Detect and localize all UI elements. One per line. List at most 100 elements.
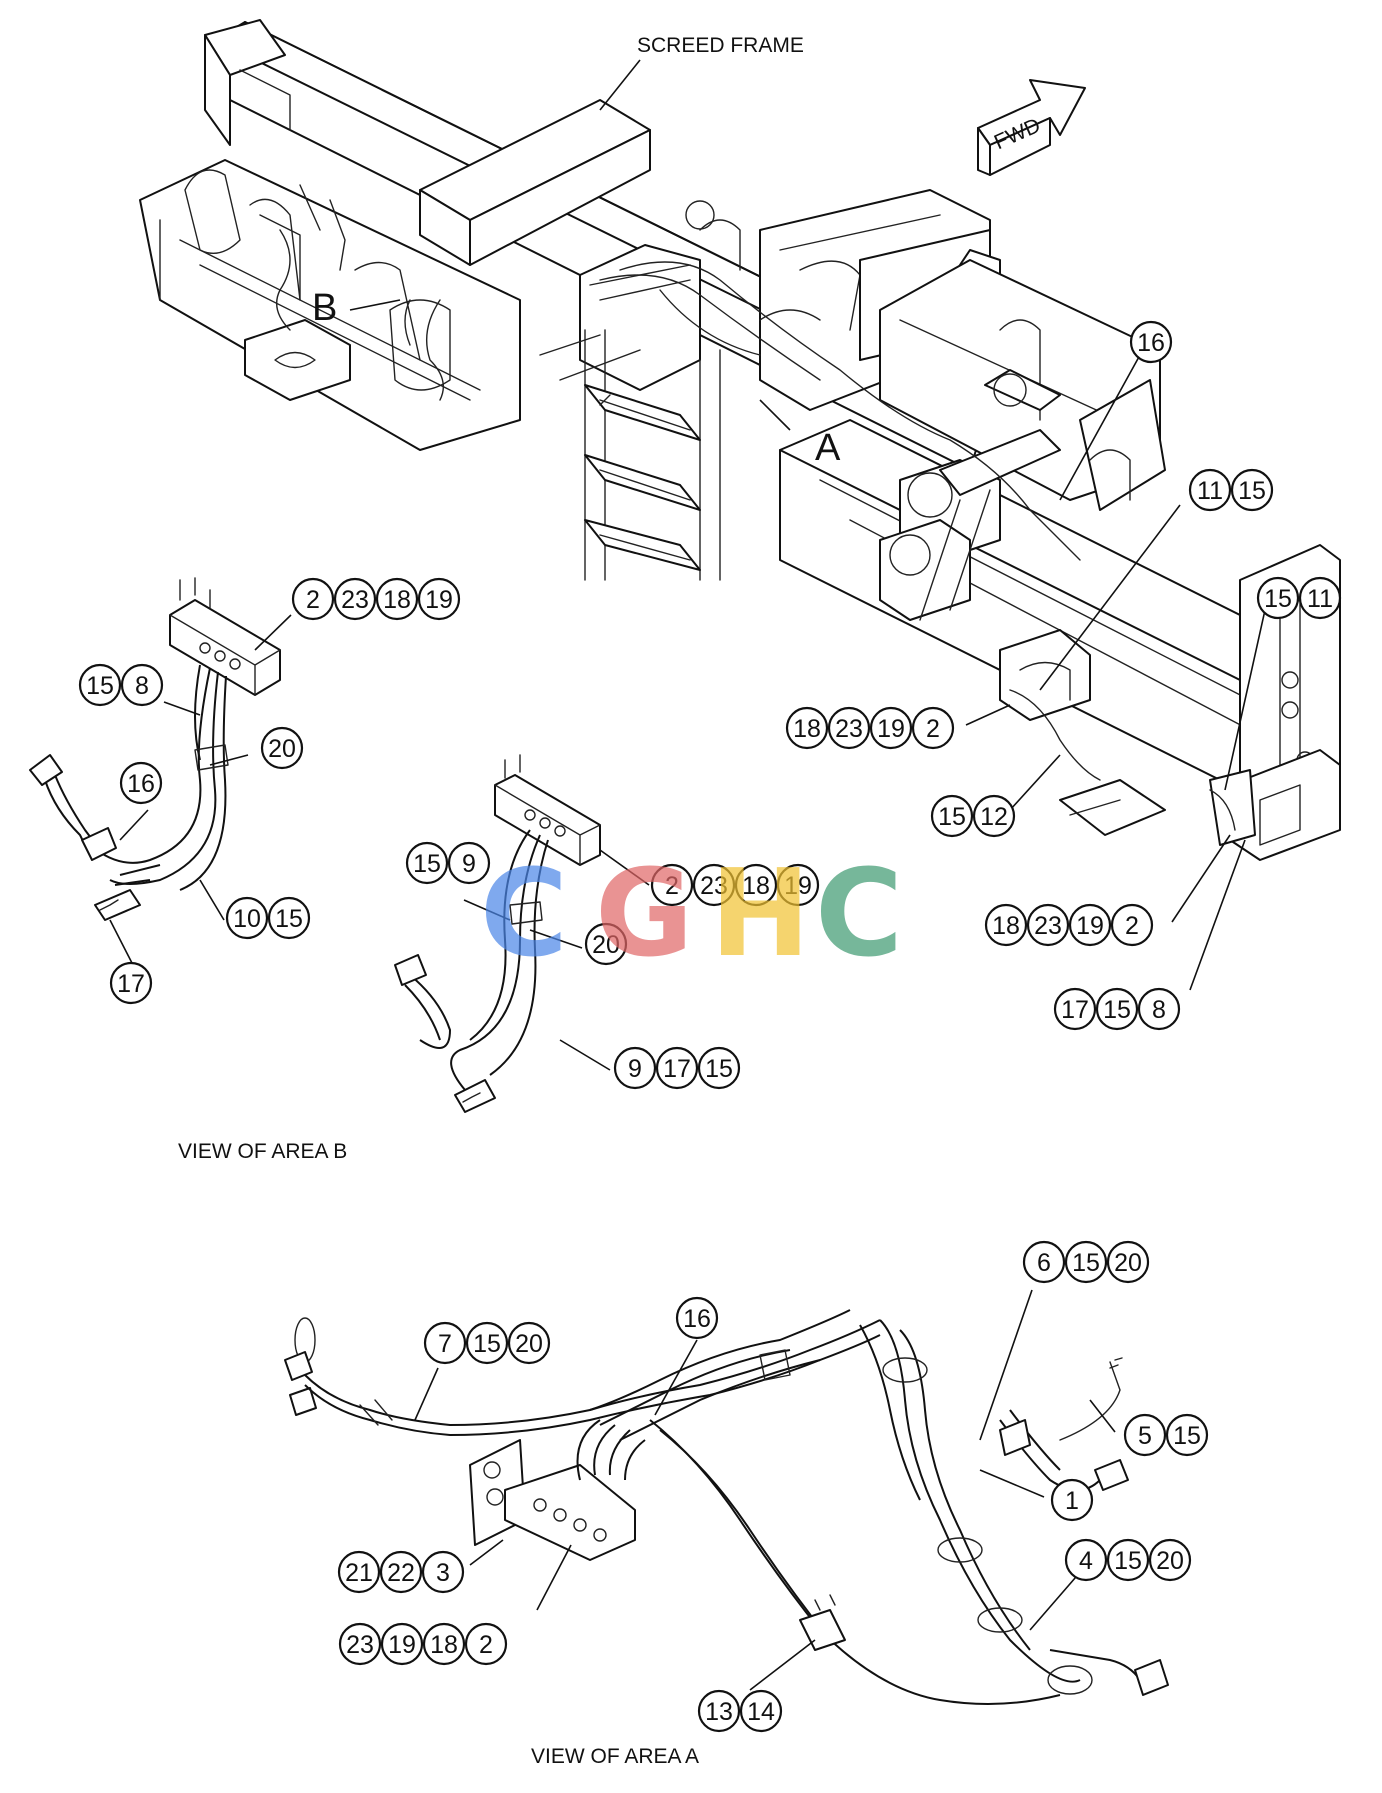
callout-circle: [1068, 903, 1112, 947]
callout-number: 4: [1079, 1547, 1093, 1575]
callout-group-c-20: 20: [584, 922, 628, 966]
callout-bubble-19: 19: [869, 706, 913, 750]
callout-group-a-21-22-3: 21 22 3: [337, 1550, 465, 1594]
callout-bubble-11: 11: [1298, 576, 1342, 620]
callout-number: 22: [387, 1559, 415, 1587]
callout-number: 19: [877, 715, 905, 743]
callout-circle: [776, 863, 820, 907]
callout-number: 20: [1114, 1249, 1142, 1277]
callout-bubble-17: 17: [109, 961, 153, 1005]
callout-number: 18: [430, 1631, 458, 1659]
callout-number: 3: [436, 1559, 450, 1587]
callout-circle: [984, 903, 1028, 947]
callout-bubble-2: 2: [1110, 903, 1154, 947]
callout-number: 20: [1156, 1547, 1184, 1575]
screed-frame-drawing: [139, 19, 1341, 861]
callout-number: 6: [1037, 1249, 1051, 1277]
callout-number: 20: [515, 1330, 543, 1358]
callout-number: 18: [992, 912, 1020, 940]
callout-bubble-23: 23: [692, 863, 736, 907]
callout-bubble-23: 23: [333, 577, 377, 621]
callout-bubble-9: 9: [447, 841, 491, 885]
callout-number: 15: [1103, 996, 1131, 1024]
callout-number: 19: [1076, 912, 1104, 940]
callout-circle: [120, 663, 164, 707]
callout-bubble-15: 15: [267, 896, 311, 940]
callout-number: 10: [233, 905, 261, 933]
callout-bubble-21: 21: [337, 1550, 381, 1594]
callout-number: 23: [341, 586, 369, 614]
area-b-marker: B: [312, 287, 337, 329]
callout-number: 17: [1061, 996, 1089, 1024]
callout-bubble-3: 3: [421, 1550, 465, 1594]
callout-circle: [739, 1689, 783, 1733]
callout-circle: [1110, 903, 1154, 947]
callout-number: 19: [425, 586, 453, 614]
callout-circle: [447, 841, 491, 885]
callout-circle: [465, 1321, 509, 1365]
callout-circle: [78, 663, 122, 707]
callout-circle: [1064, 1538, 1108, 1582]
callout-circle: [1148, 1538, 1192, 1582]
callout-number: 15: [413, 850, 441, 878]
callout-bubble-12: 12: [972, 794, 1016, 838]
callout-circle: [380, 1622, 424, 1666]
callout-bubble-15: 15: [1106, 1538, 1150, 1582]
callout-bubble-1: 1: [1050, 1478, 1094, 1522]
callout-bubble-15: 15: [78, 663, 122, 707]
callout-group-b-20: 20: [260, 726, 304, 770]
callout-number: 15: [275, 905, 303, 933]
callout-bubble-16: 16: [675, 1296, 719, 1340]
callout-bubble-15: 15: [1165, 1413, 1209, 1457]
callout-number: 23: [346, 1631, 374, 1659]
callout-bubble-7: 7: [423, 1321, 467, 1365]
callout-circle: [1106, 1240, 1150, 1284]
callout-circle: [1050, 1478, 1094, 1522]
callout-circle: [869, 706, 913, 750]
callout-bubble-18: 18: [375, 577, 419, 621]
callout-bubble-15: 15: [1230, 468, 1274, 512]
callout-number: 15: [1264, 585, 1292, 613]
callout-circle: [827, 706, 871, 750]
callout-number: 2: [926, 715, 940, 743]
callout-bubble-20: 20: [260, 726, 304, 770]
callout-circle: [1022, 1240, 1066, 1284]
callout-number: 21: [345, 1559, 373, 1587]
callout-circle: [1165, 1413, 1209, 1457]
callout-circle: [1137, 987, 1181, 1031]
callout-circle: [1106, 1538, 1150, 1582]
callout-bubble-19: 19: [380, 1622, 424, 1666]
callout-bubble-15: 15: [1064, 1240, 1108, 1284]
callout-circle: [1026, 903, 1070, 947]
callout-group-b-16: 16: [119, 761, 163, 805]
callout-bubble-19: 19: [417, 577, 461, 621]
callout-bubble-2: 2: [464, 1622, 508, 1666]
area-a-leader: [759, 399, 791, 431]
callout-bubble-15: 15: [465, 1321, 509, 1365]
callout-circle: [584, 922, 628, 966]
callout-number: 18: [742, 872, 770, 900]
callout-circle: [1256, 576, 1300, 620]
callout-circle: [417, 577, 461, 621]
callout-bubble-6: 6: [1022, 1240, 1066, 1284]
callout-bubble-23: 23: [1026, 903, 1070, 947]
callout-circle: [1123, 1413, 1167, 1457]
callout-bubble-20: 20: [1106, 1240, 1150, 1284]
callout-number: 11: [1197, 477, 1223, 505]
area-a-harness-drawing: [284, 1309, 1169, 1705]
callout-circle: [464, 1622, 508, 1666]
callout-number: 23: [835, 715, 863, 743]
callout-circle: [379, 1550, 423, 1594]
callout-circle: [260, 726, 304, 770]
callout-circle: [421, 1550, 465, 1594]
callout-circle: [697, 1046, 741, 1090]
